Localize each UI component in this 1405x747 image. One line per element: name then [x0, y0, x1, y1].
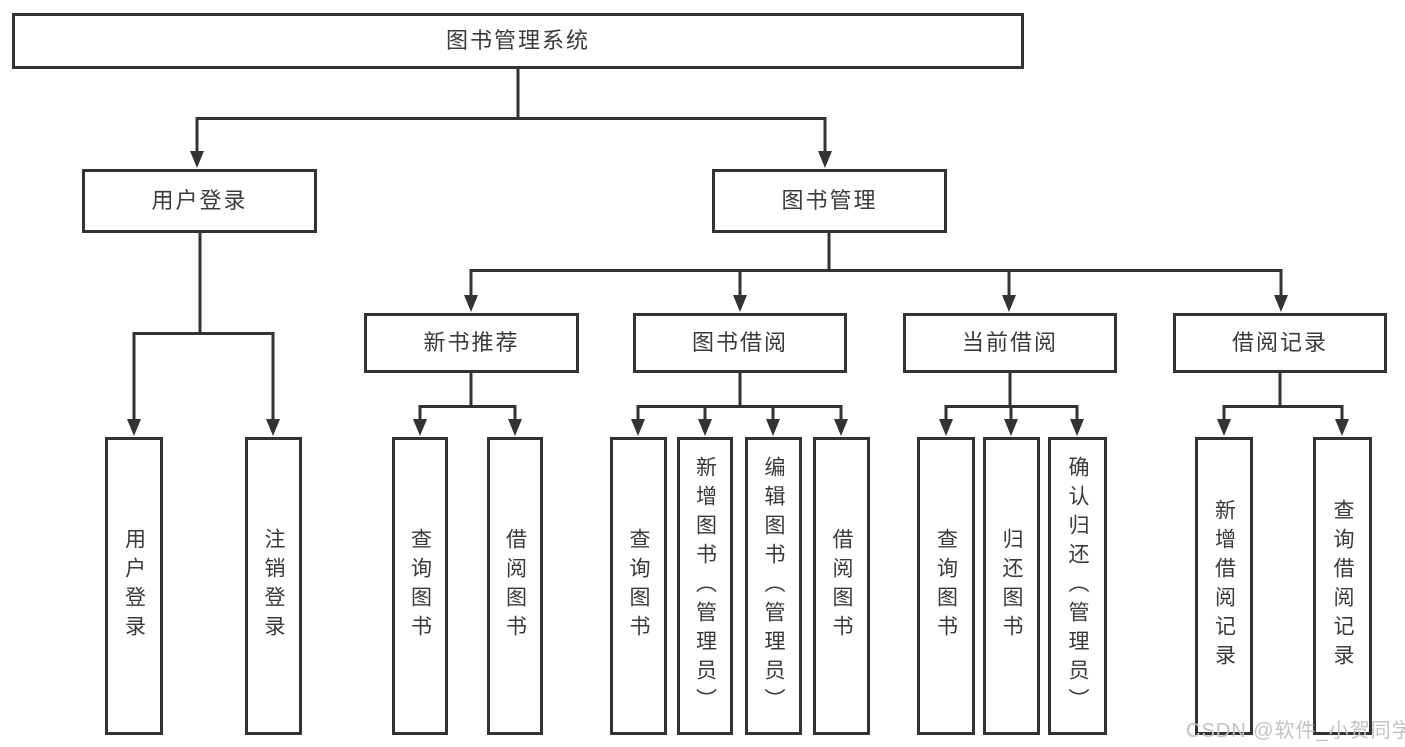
node-root-label: 图书管理系统 — [445, 28, 590, 53]
node-current-borrowing: 当前借阅 — [903, 313, 1117, 373]
leaf-current-query-books-label: 查询图书 — [934, 528, 958, 644]
leaf-borrowing-query-books: 查询图书 — [610, 437, 667, 735]
node-new-book-recommend-label: 新书推荐 — [423, 330, 520, 355]
leaf-user-login-label: 用户登录 — [122, 528, 146, 644]
leaf-current-confirm-return-admin-label: 确认归还（管理员） — [1066, 455, 1089, 717]
node-borrow-records: 借阅记录 — [1173, 313, 1387, 373]
leaf-current-confirm-return-admin: 确认归还（管理员） — [1048, 437, 1107, 735]
leaf-logout-label: 注销登录 — [262, 528, 285, 644]
node-book-management-label: 图书管理 — [781, 188, 878, 213]
node-book-borrowing: 图书借阅 — [633, 313, 847, 373]
leaf-borrowing-query-books-label: 查询图书 — [627, 528, 650, 644]
leaf-borrowing-borrow-books-label: 借阅图书 — [830, 528, 853, 644]
node-book-borrowing-label: 图书借阅 — [691, 330, 788, 355]
leaf-borrowing-add-books-admin-label: 新增图书（管理员） — [693, 455, 717, 717]
node-user-login-label: 用户登录 — [151, 188, 248, 213]
leaf-current-return-books-label: 归还图书 — [1000, 528, 1023, 644]
node-root-system: 图书管理系统 — [12, 13, 1024, 69]
csdn-watermark: CSDN @软件_小贺同学 — [1186, 720, 1405, 742]
leaf-logout: 注销登录 — [245, 437, 302, 735]
node-book-management: 图书管理 — [712, 169, 947, 233]
leaf-records-query-borrow-record-label: 查询借阅记录 — [1331, 499, 1354, 673]
leaf-newrec-borrow-books: 借阅图书 — [487, 437, 543, 735]
leaf-borrowing-edit-books-admin-label: 编辑图书（管理员） — [762, 455, 785, 717]
leaf-newrec-borrow-books-label: 借阅图书 — [503, 528, 527, 644]
node-new-book-recommend: 新书推荐 — [364, 313, 579, 373]
leaf-records-add-borrow-record: 新增借阅记录 — [1195, 437, 1253, 735]
leaf-newrec-query-books-label: 查询图书 — [408, 528, 432, 644]
node-current-borrowing-label: 当前借阅 — [961, 330, 1058, 355]
node-user-login: 用户登录 — [82, 169, 317, 233]
leaf-newrec-query-books: 查询图书 — [392, 437, 448, 735]
leaf-user-login: 用户登录 — [105, 437, 163, 735]
leaf-records-query-borrow-record: 查询借阅记录 — [1313, 437, 1372, 735]
leaf-records-add-borrow-record-label: 新增借阅记录 — [1212, 499, 1236, 673]
leaf-borrowing-edit-books-admin: 编辑图书（管理员） — [745, 437, 802, 735]
leaf-current-return-books: 归还图书 — [983, 437, 1040, 735]
leaf-borrowing-add-books-admin: 新增图书（管理员） — [677, 437, 733, 735]
leaf-borrowing-borrow-books: 借阅图书 — [813, 437, 870, 735]
leaf-current-query-books: 查询图书 — [917, 437, 975, 735]
node-borrow-records-label: 借阅记录 — [1231, 330, 1328, 355]
